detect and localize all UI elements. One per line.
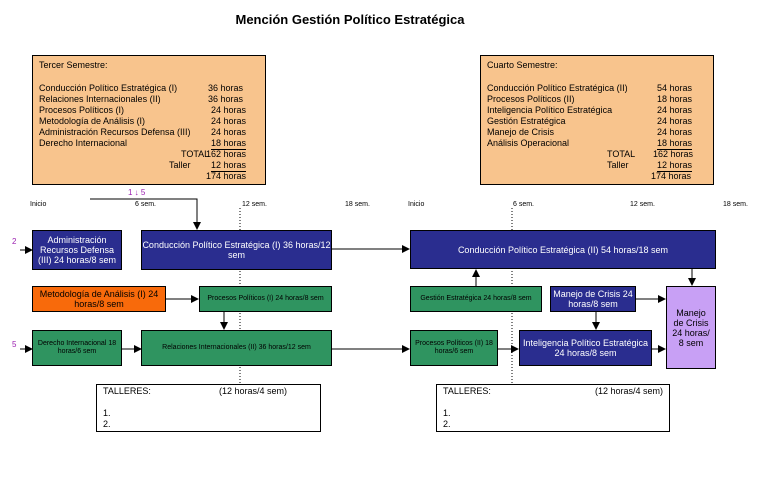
axis-label: 6 sem. bbox=[513, 201, 535, 208]
tercer-course-hours: 24 horas bbox=[211, 105, 247, 115]
axis-label: Inicio bbox=[30, 201, 47, 208]
course-box-manejo-crisis: Manejo de Crisis 24 horas/8 sem bbox=[550, 286, 636, 312]
talleres-item-1: 1. bbox=[103, 408, 111, 418]
talleres-item-1: 1. bbox=[443, 408, 451, 418]
tercer-course-name: Administración Recursos Defensa (III) bbox=[39, 127, 191, 137]
axis-label: 12 sem. bbox=[242, 201, 267, 208]
cuarto-course-name: Conducción Político Estratégica (II) bbox=[487, 83, 628, 93]
talleres-label: TALLERES: bbox=[443, 386, 491, 396]
tercer-total-label: TOTAL bbox=[181, 149, 210, 159]
tercer-course-hours: 36 horas bbox=[208, 83, 244, 93]
tercer-grand-total: 174 horas bbox=[206, 171, 247, 181]
side-marker-5: 5 bbox=[12, 340, 17, 349]
axis-label: Inicio bbox=[408, 201, 425, 208]
tercer-course-hours: 24 horas bbox=[211, 127, 247, 137]
tercer-course-hours: 36 horas bbox=[208, 94, 244, 104]
axis-label: 18 sem. bbox=[723, 201, 748, 208]
cuarto-course-hours: 24 horas bbox=[657, 116, 693, 126]
cuarto-course-name: Procesos Políticos (II) bbox=[487, 94, 575, 104]
talleres-hours: (12 horas/4 sem) bbox=[595, 386, 664, 396]
cuarto-header: Cuarto Semestre: bbox=[487, 60, 558, 70]
tercer-semestre-panel: Tercer Semestre: Conducción Político Est… bbox=[32, 55, 266, 185]
tercer-course-name: Derecho Internacional bbox=[39, 138, 128, 148]
talleres-box-right: TALLERES: (12 horas/4 sem) 1. 2. bbox=[436, 384, 670, 432]
course-box-relaciones: Relaciones Internacionales (II) 36 horas… bbox=[141, 330, 332, 366]
course-box-administracion: Administración Recursos Defensa (III) 24… bbox=[32, 230, 122, 270]
tercer-taller: 12 horas bbox=[211, 160, 247, 172]
cuarto-taller-label: Taller bbox=[607, 160, 629, 170]
page-title: Mención Gestión Político Estratégica bbox=[235, 12, 465, 27]
tercer-header: Tercer Semestre: bbox=[39, 60, 108, 70]
talleres-hours: (12 horas/4 sem) bbox=[219, 386, 288, 396]
tercer-total: 162 horas bbox=[206, 149, 247, 159]
side-marker-2: 2 bbox=[12, 237, 17, 246]
course-box-metodologia: Metodología de Análisis (I) 24 horas/8 s… bbox=[32, 286, 166, 312]
cuarto-total: 162 horas bbox=[653, 149, 694, 159]
talleres-box-left: TALLERES: (12 horas/4 sem) 1. 2. bbox=[96, 384, 321, 432]
tercer-taller-label: Taller bbox=[169, 160, 191, 170]
course-box-cpe-2: Conducción Político Estratégica (II) 54 … bbox=[410, 230, 716, 269]
cuarto-taller: 12 horas bbox=[657, 160, 693, 172]
cuarto-course-hours: 18 horas bbox=[657, 94, 693, 104]
cuarto-course-hours: 18 horas bbox=[657, 138, 693, 150]
course-box-gestion: Gestión Estratégica 24 horas/8 sem bbox=[410, 286, 542, 312]
course-box-inteligencia: Inteligencia Político Estratégica 24 hor… bbox=[519, 330, 652, 366]
cuarto-course-name: Análisis Operacional bbox=[487, 138, 570, 148]
cuarto-course-name: Manejo de Crisis bbox=[487, 127, 555, 137]
cuarto-total-label: TOTAL bbox=[607, 149, 636, 159]
cuarto-course-hours: 24 horas bbox=[657, 127, 693, 137]
cuarto-grand-total: 174 horas bbox=[651, 171, 692, 181]
course-box-derecho: Derecho Internacional 18 horas/6 sem bbox=[32, 330, 122, 366]
course-box-procesos-2: Procesos Políticos (II) 18 horas/6 sem bbox=[410, 330, 498, 366]
top-marker: 1 ↓ 5 bbox=[128, 188, 146, 197]
tercer-course-hours: 24 horas bbox=[211, 116, 247, 126]
tercer-course-name: Conducción Político Estratégica (I) bbox=[39, 83, 178, 93]
axis-label: 6 sem. bbox=[135, 201, 157, 208]
talleres-label: TALLERES: bbox=[103, 386, 151, 396]
tercer-course-name: Relaciones Internacionales (II) bbox=[39, 94, 161, 104]
cuarto-course-hours: 24 horas bbox=[657, 105, 693, 115]
course-box-procesos-1: Procesos Políticos (I) 24 horas/8 sem bbox=[199, 286, 332, 312]
cuarto-course-name: Inteligencia Político Estratégica bbox=[487, 105, 613, 115]
cuarto-semestre-panel: Cuarto Semestre: Conducción Político Est… bbox=[480, 55, 714, 185]
tercer-course-hours: 18 horas bbox=[211, 138, 247, 150]
cuarto-course-name: Gestión Estratégica bbox=[487, 116, 566, 126]
course-box-cpe-1: Conducción Político Estratégica (I) 36 h… bbox=[141, 230, 332, 270]
tercer-course-name: Metodología de Análisis (I) bbox=[39, 116, 146, 126]
cuarto-course-hours: 54 horas bbox=[657, 83, 693, 93]
tercer-course-name: Procesos Políticos (I) bbox=[39, 105, 125, 115]
talleres-item-2: 2. bbox=[443, 419, 451, 429]
course-box-manejo-crisis-2: Manejo de Crisis 24 horas/ 8 sem bbox=[666, 286, 716, 369]
axis-label: 18 sem. bbox=[345, 201, 370, 208]
axis-label: 12 sem. bbox=[630, 201, 655, 208]
talleres-item-2: 2. bbox=[103, 419, 111, 429]
